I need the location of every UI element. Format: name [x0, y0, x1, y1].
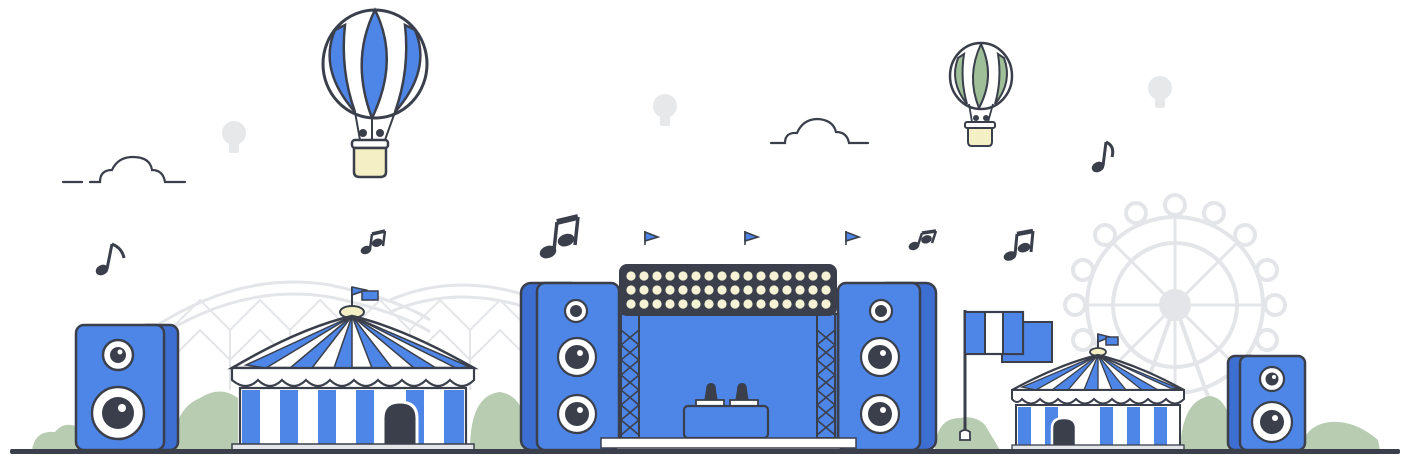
flag-icon [644, 230, 862, 245]
stage-light-bulb [652, 271, 662, 281]
cloud-icon [61, 117, 870, 184]
stage-light-bulb [626, 285, 636, 295]
flag-icon [351, 286, 369, 297]
stage-light-bulb [704, 299, 714, 309]
stage-light-bulb [678, 299, 688, 309]
stage-light-bulb [769, 285, 779, 295]
stage-light-bulb [795, 271, 805, 281]
stage-light-bulb [678, 271, 688, 281]
speaker-icon [74, 323, 180, 452]
stage-light-bulb [769, 271, 779, 281]
stage-light-bulb [782, 299, 792, 309]
stage-light-bulb [821, 271, 831, 281]
stage-light-bulb [756, 271, 766, 281]
speaker-icon [1226, 354, 1307, 452]
stage-light-bulb [704, 271, 714, 281]
stage-light-bulb [665, 285, 675, 295]
dj-booth [682, 383, 770, 440]
stage-light-bulb [639, 271, 649, 281]
stage-light-bulb [678, 285, 688, 295]
stage-light-bulb [743, 271, 753, 281]
stage-light-bulb [730, 271, 740, 281]
stage-light-bulb [717, 285, 727, 295]
stage-light-bulb [665, 299, 675, 309]
stage-light-bulb [639, 285, 649, 295]
stage-light-bulb [717, 299, 727, 309]
stage-light-bulb [652, 299, 662, 309]
stage-light-bulb [808, 271, 818, 281]
stage-light-bulb [743, 299, 753, 309]
stage-light-bulb [626, 271, 636, 281]
stage-light-bulb [691, 285, 701, 295]
ferris-wheel-icon [1063, 193, 1287, 431]
stage-light-bulb [769, 299, 779, 309]
stage-light-bulb [665, 271, 675, 281]
stage-light-bulb [782, 285, 792, 295]
stage-light-bulb [730, 285, 740, 295]
stage-light-bulb [626, 299, 636, 309]
concert-stage-icon [519, 230, 938, 452]
flag-icon [959, 310, 1053, 441]
stage-light-bulb [795, 299, 805, 309]
stage-light-bulb [652, 285, 662, 295]
stage-light-bulb [691, 299, 701, 309]
stage-light-bulb [691, 271, 701, 281]
stage-lights-icon [619, 264, 837, 316]
stage-light-bulb [808, 285, 818, 295]
hot-air-balloon-icon [948, 41, 1014, 147]
stage-light-bulb [795, 285, 805, 295]
stage-light-bulb [821, 285, 831, 295]
music-note-icon [95, 140, 1115, 276]
stage-light-bulb [782, 271, 792, 281]
stage-light-bulb [756, 285, 766, 295]
stage-light-bulb [808, 299, 818, 309]
stage-light-bulb [717, 271, 727, 281]
stage-light-bulb [743, 285, 753, 295]
hot-air-balloon-icon [321, 7, 429, 179]
stage-light-bulb [756, 299, 766, 309]
ground-line [10, 449, 1400, 454]
stage-light-bulb [639, 299, 649, 309]
stage-light-bulb [704, 285, 714, 295]
circus-tent-icon [1011, 333, 1185, 451]
stage-light-bulb [821, 299, 831, 309]
stage-light-bulb [730, 299, 740, 309]
circus-tent-icon [227, 286, 479, 451]
